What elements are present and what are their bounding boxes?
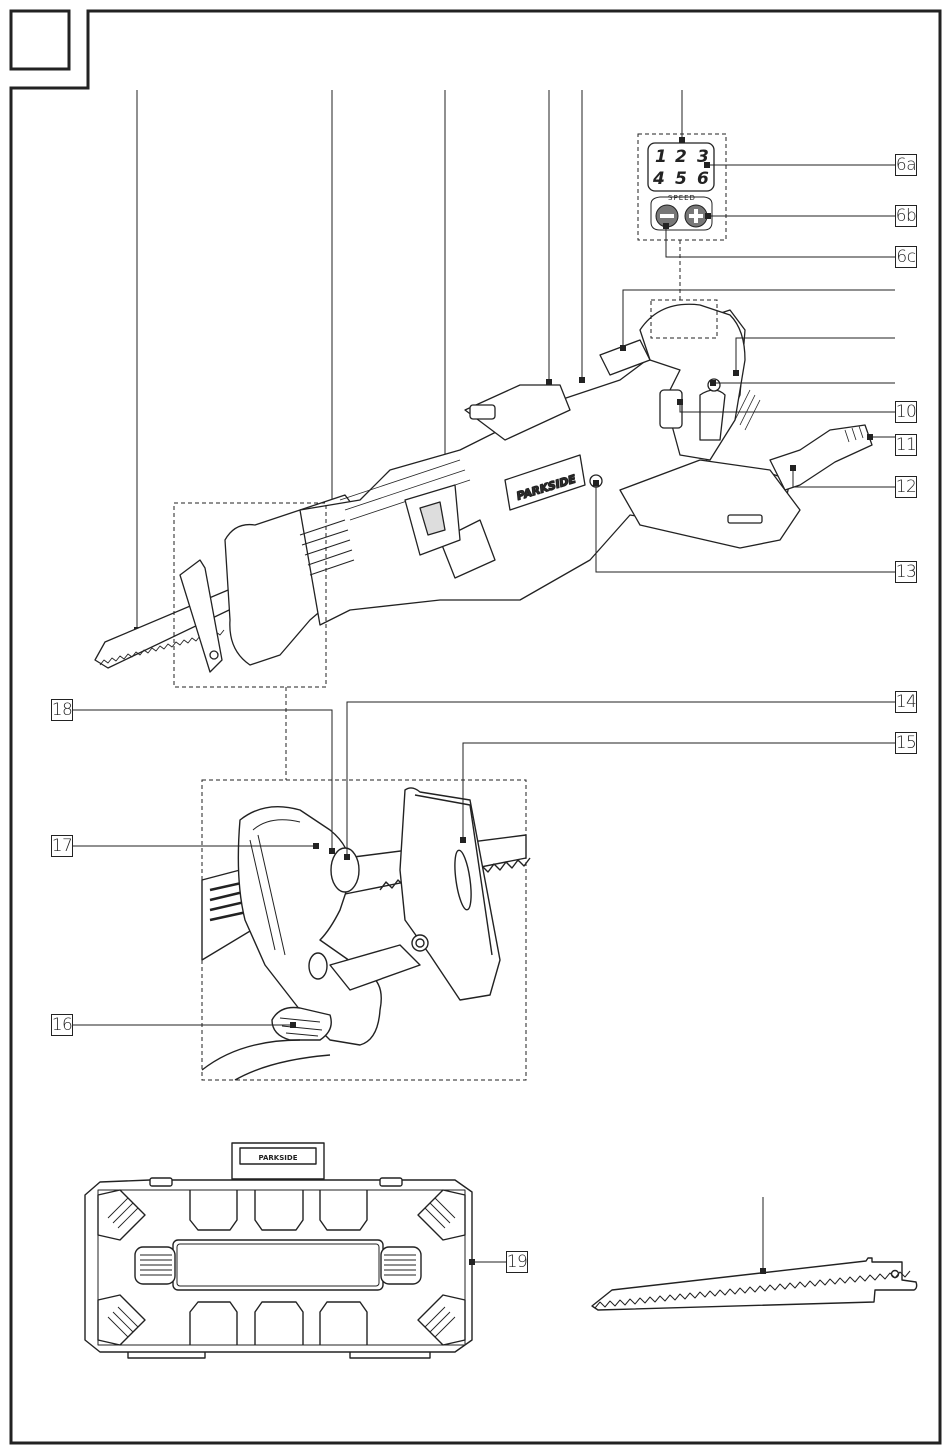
figure-number-box <box>9 9 71 71</box>
callout-6c: 6c <box>895 246 917 268</box>
brand-plate <box>504 454 586 511</box>
closeup-dots <box>290 837 466 1028</box>
speed-digit-1: 1 <box>655 147 667 167</box>
saw-leader-dots <box>593 345 873 486</box>
speed-label: SPEED <box>668 194 696 202</box>
callout-12: 12 <box>895 476 917 498</box>
saw-blade <box>94 584 251 669</box>
clamp-closeup <box>201 779 531 1081</box>
callout-11: 11 <box>895 434 917 456</box>
callout-6a: 6a <box>895 154 917 176</box>
callout-16: 16 <box>51 1014 73 1036</box>
callout-13: 13 <box>895 561 917 583</box>
callout-17: 17 <box>51 835 73 857</box>
case-label-area <box>172 1239 384 1291</box>
closeup-leaders <box>73 701 895 1026</box>
speed-digit-4: 4 <box>652 169 665 189</box>
cable-connector <box>769 424 873 491</box>
release-lever <box>271 1006 332 1041</box>
keypad-dots <box>663 162 711 229</box>
page-frame <box>9 9 942 1445</box>
blade-holder-plate <box>399 787 501 1001</box>
battery-base <box>619 459 801 549</box>
reciprocating-saw: PARKSIDE <box>94 303 873 673</box>
speed-digit-5: 5 <box>675 169 687 189</box>
callout-6b: 6b <box>895 205 917 227</box>
case-brand-label: PARKSIDE <box>259 1154 298 1162</box>
speed-keypad-detail: 1 2 3 4 5 6 SPEED <box>637 133 727 241</box>
speed-digit-3: 3 <box>697 147 709 167</box>
spare-saw-blade <box>591 1197 918 1311</box>
speed-display <box>647 142 715 192</box>
saw-leaders <box>595 289 895 573</box>
speed-digit-6: 6 <box>697 169 709 189</box>
trigger <box>659 389 683 429</box>
callout-14: 14 <box>895 691 917 713</box>
callout-19: 19 <box>506 1251 528 1273</box>
speed-digit-2: 2 <box>675 147 687 167</box>
callout-10: 10 <box>895 401 917 423</box>
saw-shoe <box>179 559 223 673</box>
saw-handle <box>639 303 746 461</box>
top-leader-lines <box>136 90 683 630</box>
carry-case: PARKSIDE <box>84 1142 473 1359</box>
outer-border <box>9 9 942 1445</box>
callout-18: 18 <box>51 699 73 721</box>
callout-15: 15 <box>895 732 917 754</box>
